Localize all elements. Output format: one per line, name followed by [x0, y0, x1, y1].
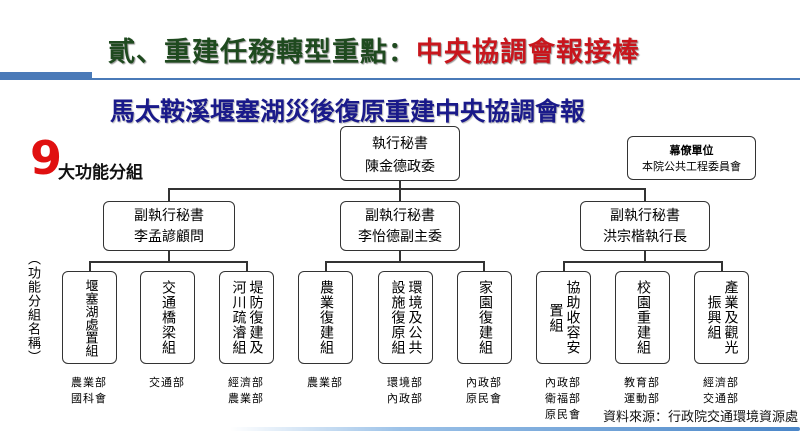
function-group-box: 家園復建組 [457, 271, 512, 364]
responsible-agencies: 農業部 國科會 [71, 376, 107, 405]
responsible-agencies: 經濟部 農業部 [228, 376, 264, 405]
unit-name: 本院公共工程委員會 [642, 160, 741, 173]
person-name: 李怡德副主委 [358, 229, 442, 245]
group-name: 產業及觀光 振興組 [705, 280, 739, 355]
person-name: 陳金德政委 [365, 159, 435, 175]
footer-wave [230, 427, 800, 431]
group-name: 環境及公共 設施復原組 [389, 280, 423, 355]
staff-unit-box: 幕僚單位 本院公共工程委員會 [627, 136, 756, 180]
connector [325, 261, 327, 272]
function-group-box: 環境及公共 設施復原組 [378, 271, 433, 364]
chart-title: 馬太鞍溪堰塞湖災後復原重建中央協調會報 [110, 97, 586, 126]
responsible-agencies: 經濟部 交通部 [703, 376, 739, 405]
connector [168, 188, 646, 190]
function-group-box: 協助收容安 置組 [536, 271, 591, 364]
connector [399, 180, 401, 189]
responsible-agencies: 內政部 原民會 [466, 376, 502, 405]
function-group-box: 產業及觀光 振興組 [694, 271, 749, 364]
group-name: 協助收容安 置組 [547, 280, 581, 355]
source-note: 資料來源：行政院交通環境資源處 [603, 410, 799, 425]
connector [644, 188, 646, 202]
page-title: 貳、重建任務轉型重點：中央協調會報接棒 [108, 30, 640, 69]
role: 執行秘書 [372, 136, 428, 152]
title-accent-bar [0, 72, 92, 80]
group-name: 堤防復建及 河川疏濬組 [230, 280, 264, 355]
connector [644, 250, 646, 262]
deputy-box: 副執行秘書 洪宗楷執行長 [580, 201, 710, 251]
function-group-box: 農業復建組 [298, 271, 353, 364]
connector [325, 261, 485, 263]
title-main: 貳、重建任務轉型重點： [108, 37, 416, 68]
person-name: 李孟諺顧問 [134, 229, 204, 245]
connector [168, 250, 170, 262]
connector [483, 261, 485, 272]
person-name: 洪宗楷執行長 [603, 229, 687, 245]
connector [89, 261, 248, 263]
title-divider [92, 78, 800, 80]
function-group-box: 校園重建組 [615, 271, 670, 364]
deputy-box: 副執行秘書 李孟諺顧問 [103, 201, 235, 251]
connector [89, 261, 91, 272]
group-name: 校園重建組 [635, 280, 651, 355]
connector [168, 188, 170, 202]
role: 副執行秘書 [610, 208, 680, 224]
connector [721, 261, 723, 272]
connector [246, 261, 248, 272]
group-name: 農業復建組 [318, 280, 334, 355]
side-label: （功能分組名稱） [25, 252, 40, 364]
responsible-agencies: 內政部 衛福部 原民會 [545, 376, 581, 421]
role: 幕僚單位 [669, 144, 714, 157]
function-count: 9 [30, 131, 63, 185]
deputy-box: 副執行秘書 李怡德副主委 [340, 201, 460, 251]
connector [563, 261, 723, 263]
role: 副執行秘書 [365, 208, 435, 224]
responsible-agencies: 教育部 運動部 [624, 376, 660, 405]
function-group-box: 堤防復建及 河川疏濬組 [219, 271, 274, 364]
connector [563, 261, 565, 272]
group-name: 家園復建組 [477, 280, 493, 355]
responsible-agencies: 交通部 [149, 376, 185, 389]
responsible-agencies: 環境部 內政部 [387, 376, 423, 405]
group-name: 堰塞湖處置組 [82, 278, 98, 357]
executive-secretary-box: 執行秘書 陳金德政委 [340, 126, 460, 181]
function-group-box: 交通橋梁組 [140, 271, 195, 364]
function-count-label: 大功能分組 [58, 163, 143, 183]
responsible-agencies: 農業部 [307, 376, 343, 389]
role: 副執行秘書 [134, 208, 204, 224]
function-group-box: 堰塞湖處置組 [62, 271, 117, 364]
connector [399, 250, 401, 262]
title-highlight: 中央協調會報接棒 [416, 37, 640, 68]
group-name: 交通橋梁組 [160, 280, 176, 355]
connector [399, 188, 401, 202]
